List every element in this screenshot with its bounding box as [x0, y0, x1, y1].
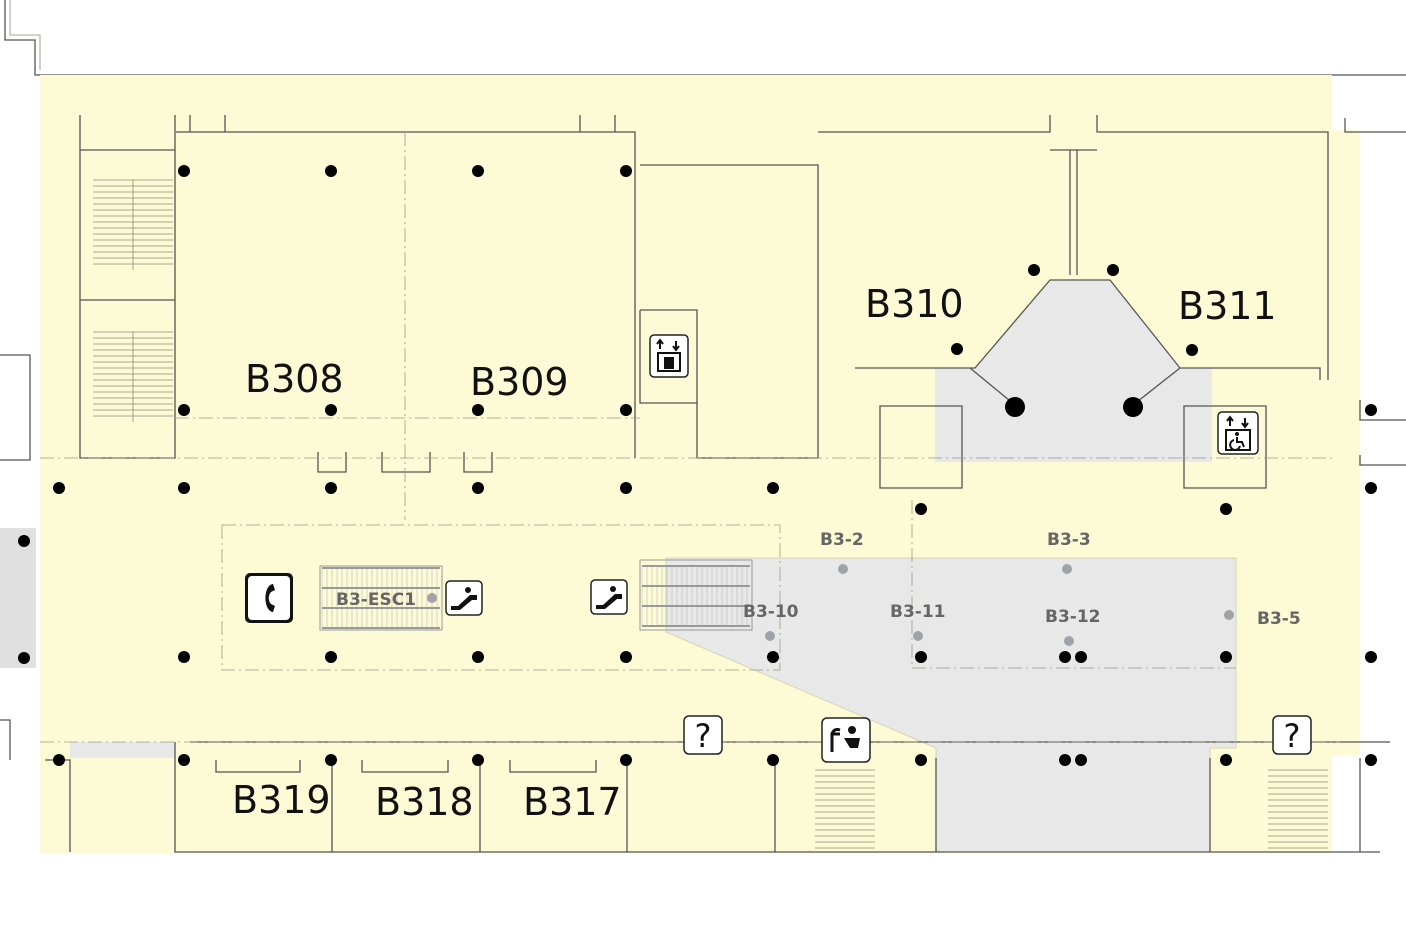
- grid-lines: [40, 132, 1340, 743]
- zone-markers: [427, 564, 1234, 646]
- column: [620, 482, 632, 494]
- info-glyph: ?: [1284, 717, 1301, 755]
- column: [1123, 397, 1143, 417]
- zone-marker: [1224, 610, 1234, 620]
- room-label-b308[interactable]: B308: [245, 357, 344, 401]
- column: [325, 651, 337, 663]
- column: [325, 404, 337, 416]
- column: [472, 165, 484, 177]
- escalator-icon[interactable]: [445, 580, 483, 616]
- column: [1220, 754, 1232, 766]
- column: [1075, 651, 1087, 663]
- outer-building-outline-inner: [9, 0, 41, 70]
- column: [1059, 754, 1071, 766]
- info-glyph: ?: [695, 717, 712, 755]
- column: [53, 754, 65, 766]
- column: [1220, 651, 1232, 663]
- information-icon[interactable]: ?: [683, 715, 723, 755]
- escalator-b3-esc1: [319, 565, 443, 631]
- column: [18, 535, 30, 547]
- column: [325, 754, 337, 766]
- column: [620, 404, 632, 416]
- columns: [18, 165, 1377, 766]
- column: [620, 165, 632, 177]
- zone-label-b3-3[interactable]: B3-3: [1047, 530, 1091, 550]
- column: [325, 482, 337, 494]
- room-label-b310[interactable]: B310: [865, 282, 964, 326]
- column: [1365, 404, 1377, 416]
- column: [1220, 503, 1232, 515]
- column: [472, 754, 484, 766]
- column: [1365, 482, 1377, 494]
- zone-label-b3-11[interactable]: B3-11: [890, 602, 946, 622]
- column: [915, 651, 927, 663]
- column: [951, 343, 963, 355]
- column: [1365, 754, 1377, 766]
- column: [1186, 344, 1198, 356]
- room-label-b317[interactable]: B317: [523, 780, 622, 824]
- column: [472, 482, 484, 494]
- zone-label-b3-esc1[interactable]: B3-ESC1: [336, 590, 416, 610]
- room-label-b309[interactable]: B309: [470, 360, 569, 404]
- column: [1365, 651, 1377, 663]
- escalator-east: [639, 559, 753, 631]
- escalator-icon[interactable]: [590, 579, 628, 615]
- column: [178, 482, 190, 494]
- column: [18, 652, 30, 664]
- elevator-icon[interactable]: [649, 334, 689, 378]
- unassigned-area-left: [70, 742, 175, 758]
- column: [53, 482, 65, 494]
- zone-marker: [913, 631, 923, 641]
- column: [178, 754, 190, 766]
- zone-marker: [1062, 564, 1072, 574]
- room-label-b319[interactable]: B319: [232, 778, 331, 822]
- column: [472, 651, 484, 663]
- drinking-fountain-icon[interactable]: [821, 717, 871, 763]
- room-label-b311[interactable]: B311: [1178, 284, 1277, 328]
- column: [620, 754, 632, 766]
- zone-marker: [765, 631, 775, 641]
- column: [325, 165, 337, 177]
- column: [472, 404, 484, 416]
- column: [1005, 397, 1025, 417]
- outer-building-outline: [4, 0, 1406, 76]
- zone-label-b3-5[interactable]: B3-5: [1257, 609, 1301, 629]
- unassigned-area-west: [0, 528, 36, 668]
- information-icon[interactable]: ?: [1272, 715, 1312, 755]
- zone-label-b3-10[interactable]: B3-10: [743, 602, 799, 622]
- column: [767, 651, 779, 663]
- column: [1107, 264, 1119, 276]
- column: [1075, 754, 1087, 766]
- phone-icon[interactable]: [245, 573, 293, 623]
- column: [767, 482, 779, 494]
- zone-marker: [838, 564, 848, 574]
- zone-label-b3-2[interactable]: B3-2: [820, 530, 864, 550]
- accessible-elevator-icon[interactable]: [1217, 411, 1259, 455]
- room-label-b318[interactable]: B318: [375, 780, 474, 824]
- zone-label-b3-12[interactable]: B3-12: [1045, 607, 1101, 627]
- column: [915, 754, 927, 766]
- column: [178, 651, 190, 663]
- column: [1059, 651, 1071, 663]
- column: [178, 404, 190, 416]
- zone-marker: [427, 593, 437, 603]
- column: [620, 651, 632, 663]
- zone-marker: [1064, 636, 1074, 646]
- stairs: [93, 179, 1328, 849]
- column: [915, 503, 927, 515]
- column: [1028, 264, 1040, 276]
- unassigned-area-lobby: [935, 280, 1212, 462]
- floor-area-right: [1332, 130, 1360, 755]
- column: [178, 165, 190, 177]
- column: [767, 754, 779, 766]
